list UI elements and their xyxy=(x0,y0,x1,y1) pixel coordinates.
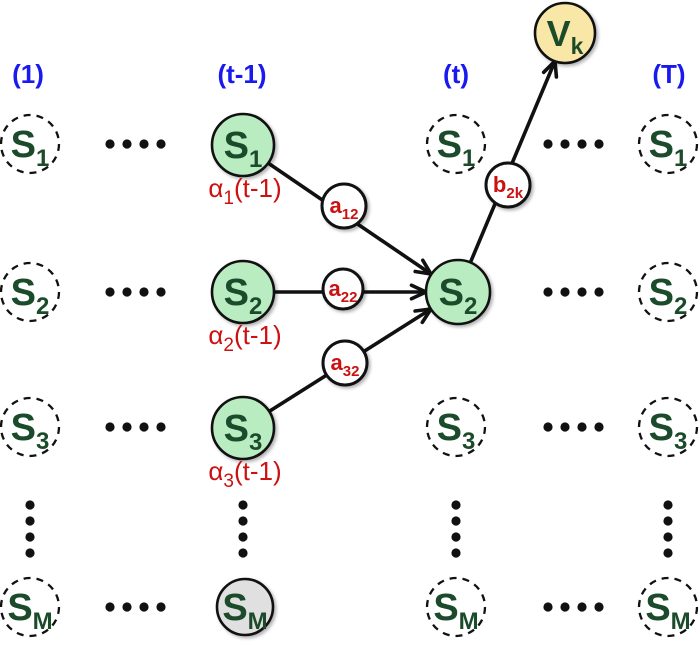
state-label: SM xyxy=(222,587,267,635)
transition-label: a32 xyxy=(331,350,360,380)
emission-label: b2k xyxy=(493,172,524,202)
ellipsis-col2-vertical xyxy=(238,500,248,558)
ellipsis-rowM-right xyxy=(543,602,604,612)
state-label: S3 xyxy=(437,407,476,455)
alpha-3-label: α3(t-1) xyxy=(208,456,281,492)
emission-bubble-b2k: b2k xyxy=(484,161,532,209)
state-label: SM xyxy=(433,587,478,635)
state-circle xyxy=(424,258,492,326)
state-node-s2-col1: S2 xyxy=(0,261,61,323)
ellipsis-row2-right xyxy=(543,287,604,297)
state-node-s2-T: S2 xyxy=(637,261,699,323)
state-label: S1 xyxy=(224,125,263,173)
state-node-s3-T: S3 xyxy=(637,396,699,458)
ellipsis-col1-vertical xyxy=(25,500,35,558)
state-label: S3 xyxy=(649,407,688,455)
ellipsis-row3-left xyxy=(105,422,166,432)
alpha-1-label: α1(t-1) xyxy=(208,173,281,209)
state-node-sM-t: SM xyxy=(425,576,487,638)
state-circle xyxy=(210,395,276,461)
state-circle xyxy=(425,396,487,458)
transition-bubble-a22: a22 xyxy=(321,267,365,311)
observation-node-vk: Vk xyxy=(533,1,597,65)
column-headers: (1) (t-1) (t) (T) xyxy=(12,59,685,89)
ellipsis-rowM-left xyxy=(105,602,166,612)
state-circle xyxy=(210,259,276,325)
state-node-s2-t: S2 xyxy=(424,258,492,326)
observation-label: Vk xyxy=(547,13,584,59)
state-node-s3-t-1: S3 xyxy=(210,395,276,461)
state-node-s1-col1: S1 xyxy=(0,113,61,175)
state-node-s3-t: S3 xyxy=(425,396,487,458)
ellipsis-col4-vertical xyxy=(663,500,673,558)
ellipsis-col3-vertical xyxy=(451,500,461,558)
state-circle xyxy=(425,576,487,638)
state-node-sM-t-1: SM xyxy=(215,577,275,637)
transition-bubble-a32: a32 xyxy=(321,339,369,387)
state-circle xyxy=(637,261,699,323)
transition-circle xyxy=(320,182,368,230)
state-circle xyxy=(0,113,61,175)
column-header-t-1: (t-1) xyxy=(217,59,266,89)
ellipsis-row1-right xyxy=(543,139,604,149)
state-node-s1-T: S1 xyxy=(637,113,699,175)
state-label: SM xyxy=(645,587,690,635)
state-circle xyxy=(425,113,487,175)
transition-label: a22 xyxy=(329,276,358,306)
alpha-2-label: α2(t-1) xyxy=(208,320,281,356)
state-node-s2-t-1: S2 xyxy=(210,259,276,325)
state-node-sM-col1: SM xyxy=(0,576,61,638)
column-header-T: (T) xyxy=(652,59,685,89)
state-circle xyxy=(637,396,699,458)
ellipsis-row1-left xyxy=(105,139,166,149)
column-header-t: (t) xyxy=(443,59,469,89)
state-label: S1 xyxy=(11,124,50,172)
state-circle xyxy=(0,261,61,323)
state-node-s3-col1: S3 xyxy=(0,396,61,458)
state-label: S2 xyxy=(649,272,688,320)
state-circle xyxy=(0,396,61,458)
state-label: S2 xyxy=(224,272,263,320)
state-label: S3 xyxy=(224,408,263,456)
state-circle xyxy=(637,113,699,175)
state-node-s1-t-1: S1 xyxy=(210,112,276,178)
state-label: SM xyxy=(7,587,52,635)
state-label: S1 xyxy=(437,124,476,172)
state-label: S2 xyxy=(439,272,478,320)
transition-circle xyxy=(321,267,365,311)
ellipsis-row3-right xyxy=(543,422,604,432)
transition-arrows xyxy=(241,59,559,430)
transition-bubble-a12: a12 xyxy=(320,182,368,230)
column-header-1: (1) xyxy=(12,59,44,89)
emission-circle xyxy=(484,161,532,209)
state-label: S2 xyxy=(11,272,50,320)
alpha-labels: α1(t-1) α2(t-1) α3(t-1) xyxy=(208,173,281,492)
observation-circle xyxy=(533,1,597,65)
transition-circle xyxy=(321,339,369,387)
state-node-sM-T: SM xyxy=(637,576,699,638)
state-label: S3 xyxy=(11,407,50,455)
transition-label: a12 xyxy=(330,193,359,223)
state-node-s1-t: S1 xyxy=(425,113,487,175)
state-circle xyxy=(210,112,276,178)
state-circle xyxy=(0,576,61,638)
state-circle xyxy=(215,577,275,637)
ellipsis-row2-left xyxy=(105,287,166,297)
state-label: S1 xyxy=(649,124,688,172)
state-circle xyxy=(637,576,699,638)
